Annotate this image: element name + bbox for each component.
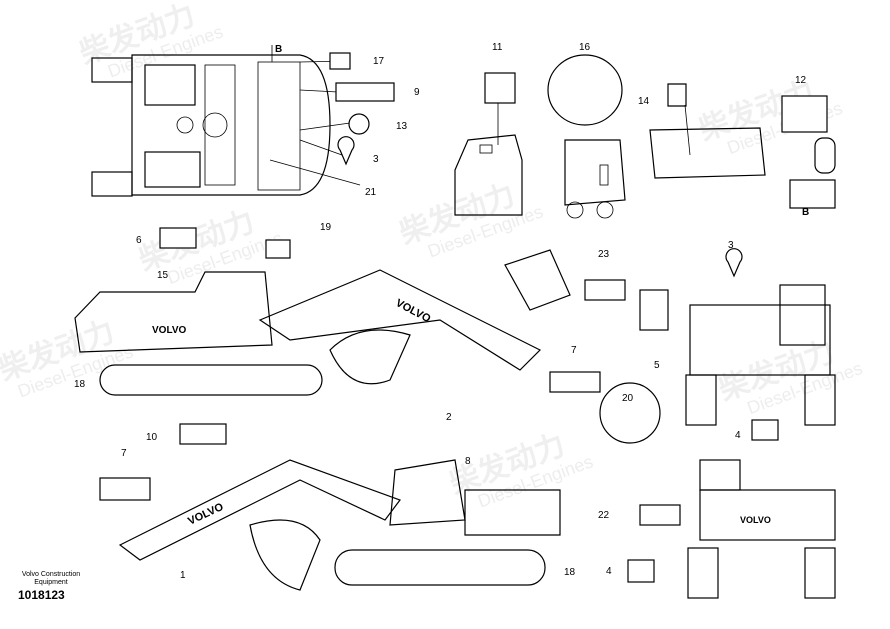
- callout: 9: [414, 87, 420, 98]
- excavator-rear-view: [599, 248, 836, 444]
- callout: B: [802, 207, 809, 218]
- callout: 16: [579, 42, 591, 53]
- svg-text:VOLVO: VOLVO: [186, 501, 226, 528]
- callout: 4: [735, 430, 741, 441]
- excavator-side-view: VOLVO VOLVO: [74, 227, 601, 445]
- callout: 13: [396, 121, 408, 132]
- callout: 14: [638, 96, 650, 107]
- callout: 3: [728, 240, 734, 251]
- callout: 5: [654, 360, 660, 371]
- callout: 22: [598, 510, 610, 521]
- callout: B: [275, 44, 282, 55]
- callout: 8: [465, 456, 471, 467]
- callout: 1: [180, 570, 186, 581]
- callout: 23: [598, 249, 610, 260]
- callout: 3: [373, 154, 379, 165]
- svg-text:VOLVO: VOLVO: [394, 297, 433, 325]
- callout: 17: [373, 56, 385, 67]
- callout: 15: [157, 270, 169, 281]
- callout: 10: [146, 432, 158, 443]
- callout: 20: [622, 393, 634, 404]
- callout: 7: [571, 345, 577, 356]
- callout: 21: [365, 187, 377, 198]
- coupler: [504, 249, 626, 311]
- svg-text:VOLVO: VOLVO: [740, 515, 771, 525]
- excavator-front-view: VOLVO: [627, 459, 836, 599]
- callout: 11: [492, 42, 503, 53]
- cab-views: [454, 54, 836, 219]
- callout: 2: [446, 412, 452, 423]
- callout: 12: [795, 75, 807, 86]
- callout: 18: [74, 379, 86, 390]
- callout: 4: [606, 566, 612, 577]
- callout: 6: [136, 235, 142, 246]
- svg-text:VOLVO: VOLVO: [152, 325, 186, 336]
- callout: 7: [121, 448, 127, 459]
- decals-top: [329, 52, 395, 166]
- callout: 18: [564, 567, 576, 578]
- callout: 19: [320, 222, 332, 233]
- part-number: 1018123: [18, 588, 65, 602]
- callouts: B 17 9 13 3 21 11 16 14 12 B 6 19 15 23 …: [74, 42, 809, 581]
- top-view-machine: [91, 45, 361, 197]
- manufacturer-label: Volvo Construction Equipment: [21, 571, 81, 586]
